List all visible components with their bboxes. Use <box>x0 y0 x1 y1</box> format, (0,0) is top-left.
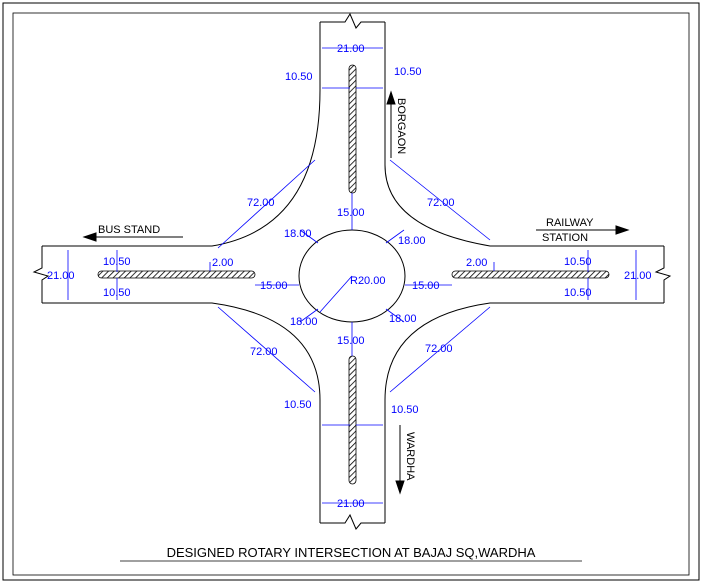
label-station: STATION <box>542 232 588 244</box>
median-south <box>348 355 357 485</box>
dim-half-wt: 10.50 <box>103 256 131 268</box>
dim-half-wb: 10.50 <box>103 287 131 299</box>
label-bus-stand: BUS STAND <box>98 224 160 236</box>
road-edge-nw <box>42 22 321 247</box>
dimension-lines <box>67 47 637 504</box>
dim-weave-se: 18.00 <box>389 313 417 325</box>
break-bottom <box>320 513 385 530</box>
label-wardha: WARDHA <box>404 432 416 481</box>
dim-half-sw: 10.50 <box>284 399 312 411</box>
arrow-east-icon <box>615 225 630 235</box>
break-left <box>32 246 50 303</box>
dim-curve-sw: 72.00 <box>250 346 278 358</box>
dim-gap-right: 15.00 <box>412 280 440 292</box>
road-edges <box>32 12 672 530</box>
arrow-north-icon <box>386 90 396 105</box>
dim-half-et: 10.50 <box>564 256 592 268</box>
dimension-labels: 21.00 21.00 21.00 21.00 10.50 10.50 10.5… <box>47 43 652 510</box>
dim-weave-sw: 18.00 <box>290 316 318 328</box>
dim-road-right: 21.00 <box>624 270 652 282</box>
dim-curve-se: 72.00 <box>425 343 453 355</box>
direction-arrows <box>82 90 630 495</box>
dim-half-ne: 10.50 <box>394 66 422 78</box>
arrow-west-icon <box>82 232 97 242</box>
dim-curve-nw: 72.00 <box>247 197 275 209</box>
dim-road-left: 21.00 <box>47 270 75 282</box>
label-borgaon: BORGAON <box>395 98 407 154</box>
median-west <box>97 270 256 279</box>
dim-weave-ne: 18.00 <box>398 235 426 247</box>
dim-curve-ne: 72.00 <box>427 197 455 209</box>
dim-half-nw: 10.50 <box>285 71 313 83</box>
median-north <box>348 64 357 194</box>
dim-gap-bottom: 15.00 <box>337 335 365 347</box>
dim-road-bottom: 21.00 <box>337 498 365 510</box>
dim-half-se: 10.50 <box>391 404 419 416</box>
dim-median-right: 2.00 <box>466 257 487 269</box>
dim-median-left: 2.00 <box>212 257 233 269</box>
medians <box>97 64 610 485</box>
dim-weave-nw: 18.00 <box>284 228 312 240</box>
dim-island-radius: R20.00 <box>350 275 385 287</box>
break-top <box>320 12 385 29</box>
label-railway: RAILWAY <box>546 217 594 229</box>
road-edge-se <box>384 302 664 523</box>
dim-half-eb: 10.50 <box>564 287 592 299</box>
dim-road-top: 21.00 <box>337 43 365 55</box>
inner-frame <box>12 12 690 576</box>
median-east <box>451 270 610 279</box>
drawing-title: DESIGNED ROTARY INTERSECTION AT BAJAJ SQ… <box>167 545 536 560</box>
arrow-south-icon <box>395 480 405 495</box>
dim-gap-top: 15.00 <box>337 207 365 219</box>
road-edge-sw <box>42 302 321 523</box>
break-right <box>654 246 672 303</box>
dim-gap-left: 15.00 <box>260 280 288 292</box>
road-edge-ne <box>384 22 664 247</box>
